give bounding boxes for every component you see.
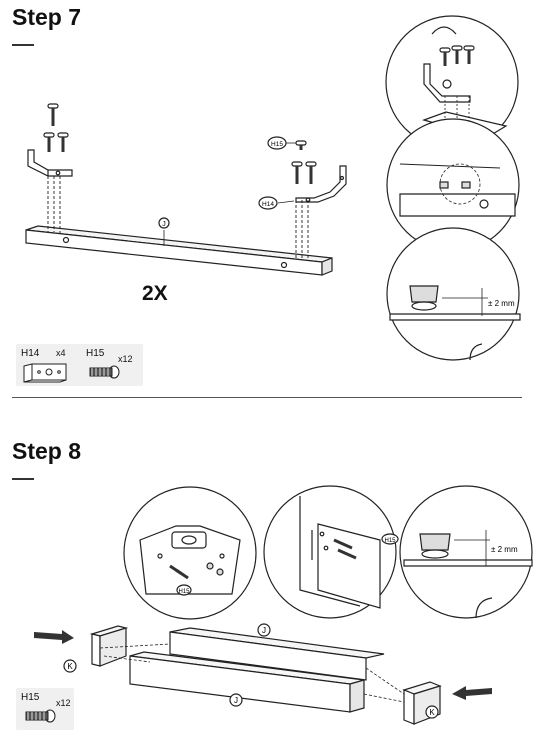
part-code: H15 — [86, 348, 105, 359]
rail-label-circle — [158, 217, 170, 229]
part-quantity: x12 — [56, 698, 71, 708]
step-8-title: Step 8 — [12, 438, 82, 464]
right-guide-lines — [295, 200, 309, 260]
measurement-label: ± 2 mm — [491, 545, 518, 554]
step-7-multiplier: 2X — [142, 282, 168, 305]
rail-label-circle — [257, 623, 271, 637]
alignment-lines — [99, 643, 405, 703]
step-7-parts-box: H14 x4 H15 x12 — [16, 344, 143, 386]
rail-label: J — [234, 696, 238, 705]
detail-circle-c — [399, 485, 533, 619]
detail-circle-a — [123, 486, 257, 620]
end-block-label-circle — [63, 659, 77, 673]
part-code: H14 — [21, 348, 40, 359]
arrow-left-icon — [452, 686, 492, 700]
step-7-illustration: J H15 H14 ± 2 mm — [25, 15, 521, 361]
screw-label: H15 — [384, 538, 396, 544]
section-divider — [12, 397, 522, 398]
part-code: H15 — [21, 692, 40, 703]
rail-label: J — [162, 221, 166, 228]
measurement-label: ± 2 mm — [488, 299, 515, 308]
bracket-label-circle — [258, 196, 278, 210]
screw-icon — [25, 709, 56, 723]
screw-icon — [89, 365, 120, 379]
part-quantity: x4 — [56, 348, 66, 358]
rail-hole — [62, 236, 70, 244]
step-7-title: Step 7 — [12, 4, 82, 30]
step-7-underline — [12, 44, 34, 46]
detail-circle-3 — [386, 227, 521, 361]
step-8-parts-box: H15 x12 — [16, 688, 74, 730]
corner-bracket-icon — [23, 363, 67, 383]
part-quantity: x12 — [118, 354, 133, 364]
end-block-label: K — [429, 708, 435, 717]
screw-label-circle — [267, 136, 287, 150]
bracket-label: H14 — [262, 201, 274, 208]
end-block-label-circle — [425, 705, 439, 719]
end-block-label: K — [67, 662, 73, 671]
left-guide-lines — [47, 176, 61, 233]
rail-end-face — [321, 257, 333, 276]
arrow-right-icon — [34, 630, 74, 644]
rail-hole — [280, 261, 288, 269]
right-screws — [291, 140, 317, 184]
rail-label-circle — [229, 693, 243, 707]
step-8-underline — [12, 478, 34, 480]
left-screws — [43, 103, 69, 152]
detail-circle-b — [263, 485, 399, 619]
screw-label: H15 — [178, 589, 190, 595]
right-bracket — [295, 165, 347, 203]
screw-label: H15 — [271, 141, 283, 148]
left-bracket — [27, 149, 73, 177]
rail-label: J — [262, 626, 266, 635]
